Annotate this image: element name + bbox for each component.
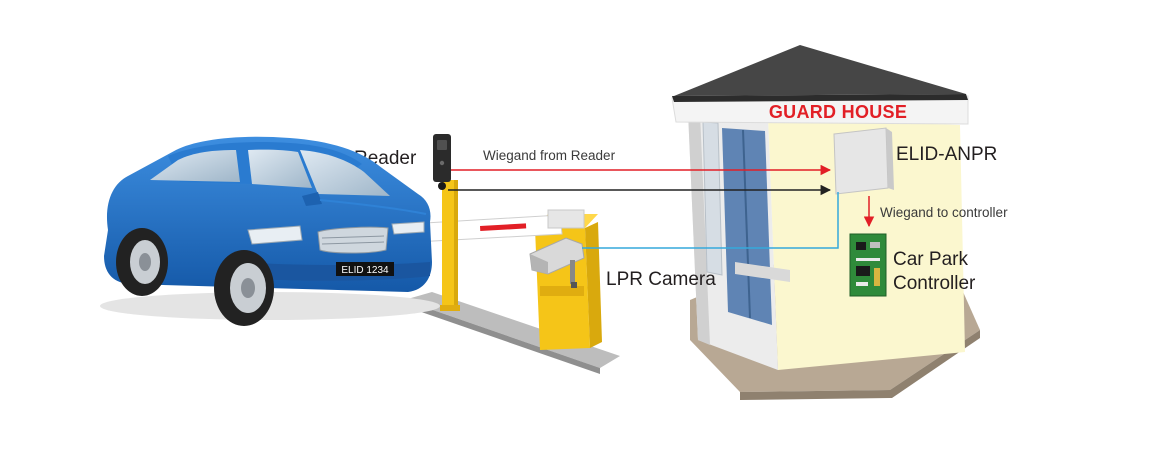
controller-label-line1: Car Park xyxy=(893,249,968,270)
car: ELID 1234 xyxy=(100,136,440,326)
door-divider xyxy=(742,129,751,319)
wiegand-from-reader-label: Wiegand from Reader xyxy=(483,148,616,163)
elid-anpr-unit xyxy=(833,127,894,195)
controller-label-line2: Controller xyxy=(893,273,976,294)
front-wheel xyxy=(214,250,274,326)
guard-house-roof xyxy=(674,45,966,96)
barrier-ground-track-edge xyxy=(404,300,600,374)
anpr-box-side xyxy=(886,128,894,190)
license-plate-text: ELID 1234 xyxy=(341,265,389,276)
license-plate xyxy=(336,262,394,276)
guard-house-floor-edge xyxy=(740,330,980,400)
card-reader-device xyxy=(433,134,451,190)
wiegand-to-controller-label: Wiegand to controller xyxy=(880,205,1008,220)
guard-house-counter xyxy=(735,262,790,282)
lpr-camera-label: LPR Camera xyxy=(606,269,716,290)
rear-wheel xyxy=(116,228,168,296)
anpr-box xyxy=(833,127,889,195)
reader-post xyxy=(440,180,460,311)
guard-house: GUARD HOUSE xyxy=(671,45,980,400)
guard-house-roof-edge xyxy=(672,94,968,102)
camera-signal-line xyxy=(582,192,839,249)
elid-anpr-label: ELID-ANPR xyxy=(896,144,997,165)
lpr-camera xyxy=(529,237,585,288)
car-park-controller-board xyxy=(849,233,887,297)
guard-house-label: GUARD HOUSE xyxy=(769,102,907,122)
